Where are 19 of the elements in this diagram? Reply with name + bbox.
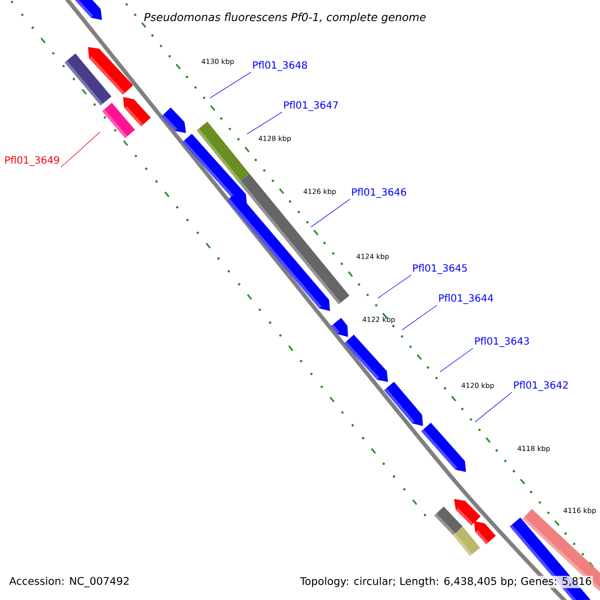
gene-label: Pfl01_3643 — [475, 337, 529, 347]
leader-line — [210, 72, 252, 98]
title: Pseudomonas fluorescens Pf0-1, complete genome — [144, 12, 426, 24]
leader-line — [60, 132, 100, 168]
gene-label: Pfl01_3648 — [253, 61, 307, 71]
gene-label: Pfl01_3647 — [284, 101, 338, 111]
leader-line — [440, 348, 474, 372]
gene-label: Pfl01_3642 — [514, 381, 568, 391]
leader-line — [378, 274, 412, 298]
leader-line — [246, 112, 282, 134]
gene-label: Pfl01_3646 — [352, 188, 406, 198]
accession-text: Accession: NC_007492 — [9, 576, 129, 588]
gene-label: Pfl01_3644 — [439, 294, 494, 304]
leader-line — [310, 198, 350, 228]
leader-line — [402, 304, 438, 330]
gene-label: Pfl01_3645 — [413, 264, 467, 274]
genome-info-text: Topology: circular; Length: 6,438,405 bp; Genes: 5,816 — [299, 576, 593, 588]
leader-line — [474, 392, 512, 422]
gene-label: Pfl01_3649 — [5, 156, 60, 166]
